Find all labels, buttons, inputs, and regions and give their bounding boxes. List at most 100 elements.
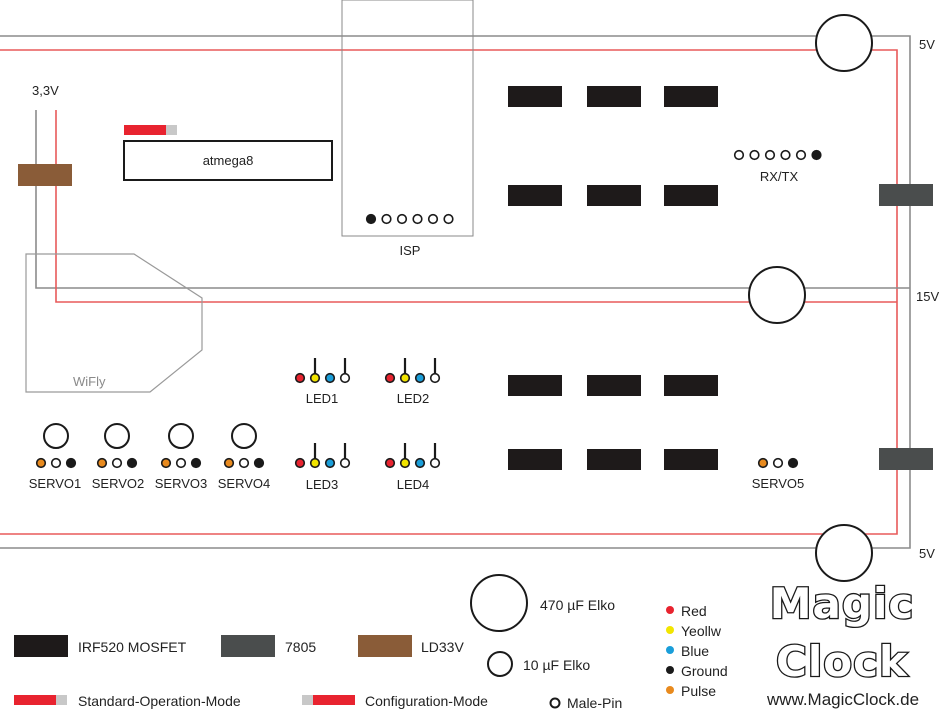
legend-capacitor-470uf [470,574,528,632]
legend-pin-yellow-dot [666,626,674,634]
servo-pin-ground [65,457,77,469]
voltage-label-3v3: 3,3V [32,83,59,98]
mosfet-block [587,185,641,206]
legend-label-blue: Blue [681,643,709,659]
legend-swatch-ld33v [358,635,412,657]
legend-label-ld33v: LD33V [421,639,464,655]
servo-label-3: SERVO3 [155,476,208,491]
mosfet-block [664,86,718,107]
isp-pin [443,213,454,225]
led-pin-yellow [309,457,321,469]
wire-5v-top-gray [0,35,911,300]
rxtx-pin [795,149,807,161]
legend-pin-red-dot [666,606,674,614]
capacitor-470uf-middle [748,266,806,324]
legend-label-mosfet: IRF520 MOSFET [78,639,187,655]
voltage-label-15v: 15V [916,289,939,304]
servo-label-4: SERVO4 [218,476,271,491]
capacitor-10uf [43,423,69,449]
led-pin-red [294,457,306,469]
legend-pin-blue-dot [666,646,674,654]
servo-label-2: SERVO2 [92,476,145,491]
voltage-label-5v-top: 5V [919,37,935,52]
legend-standard-mode-gray [56,695,67,705]
mosfet-block [508,185,562,206]
led-headers: LED1 LED2 LED3 LED4 [294,358,441,492]
regulator-7805-bottom [879,448,933,470]
mosfet-block [664,375,718,396]
wifly-module [25,253,203,393]
mosfet-array [508,86,718,470]
servo-pin-pulse [96,457,108,469]
wire-5v-bottom-red [0,306,898,535]
led-pin-blue [324,457,336,469]
servo-pin-pulse [160,457,172,469]
mosfet-block [508,86,562,107]
servo-pin-male [238,457,250,469]
led-pin-blue [324,372,336,384]
legend-label-elko470: 470 µF Elko [540,597,615,613]
mosfet-block [508,449,562,470]
led-pin-male [429,372,441,384]
isp-pin [381,213,392,225]
servo-pin-pulse [757,457,769,469]
legend-label-red: Red [681,603,707,619]
wifly-label: WiFly [73,374,106,389]
legend-label-elko10: 10 µF Elko [523,657,590,673]
regulator-7805-top [879,184,933,206]
servo-pin-ground [253,457,265,469]
legend-standard-mode-red [14,695,56,705]
led-pin-blue [414,457,426,469]
servo-pin-pulse [223,457,235,469]
led-pin-red [294,372,306,384]
legend-pin-pulse-dot [666,686,674,694]
legend: IRF520 MOSFET 7805 LD33V 470 µF Elko 10 … [14,574,728,711]
mosfet-block [587,86,641,107]
capacitor-10uf [231,423,257,449]
voltage-label-5v-bottom: 5V [919,546,935,561]
isp-pins [365,213,454,225]
logo-clock: Clock [776,637,908,686]
led-pin-red [384,457,396,469]
wire-5v-top-red [0,49,898,306]
isp-pin [427,213,439,225]
logo-magic: Magic [770,579,915,628]
mosfet-block [664,449,718,470]
servo-pin-ground [787,457,799,469]
legend-label-yellow: Yeollw [681,623,722,639]
led-label-1: LED1 [306,391,339,406]
rxtx-pin [749,149,760,161]
legend-config-mode-red [313,695,355,705]
servo-pin-male [50,457,62,469]
atmega8-label: atmega8 [203,153,254,168]
rxtx-pin [764,149,776,161]
legend-label-config-mode: Configuration-Mode [365,693,488,709]
isp-label: ISP [400,243,421,258]
legend-label-7805: 7805 [285,639,316,655]
led-pin-yellow [309,372,321,384]
led-pin-male [429,457,441,469]
regulator-ld33v [18,164,72,186]
legend-label-male-pin: Male-Pin [567,695,622,711]
legend-male-pin-icon [549,697,561,709]
mode-indicator-standard-red [124,125,166,135]
legend-pin-ground-dot [666,666,674,674]
led-pin-male [339,372,351,384]
led-label-2: LED2 [397,391,430,406]
led-pin-blue [414,372,426,384]
isp-pin [365,213,377,225]
isp-header-box [341,0,474,237]
rxtx-pin [780,149,791,161]
servo-headers: SERVO1 SERVO2 SERVO3 SERVO4 SERVO5 [29,423,804,491]
rxtx-pins [733,149,822,161]
servo-pin-ground [190,457,202,469]
mosfet-block [664,185,718,206]
legend-config-mode-gray [302,695,313,705]
legend-label-pulse: Pulse [681,683,716,699]
servo-label-1: SERVO1 [29,476,82,491]
legend-label-ground: Ground [681,663,728,679]
legend-swatch-mosfet [14,635,68,657]
isp-pin [396,213,408,225]
servo-pin-male [175,457,187,469]
